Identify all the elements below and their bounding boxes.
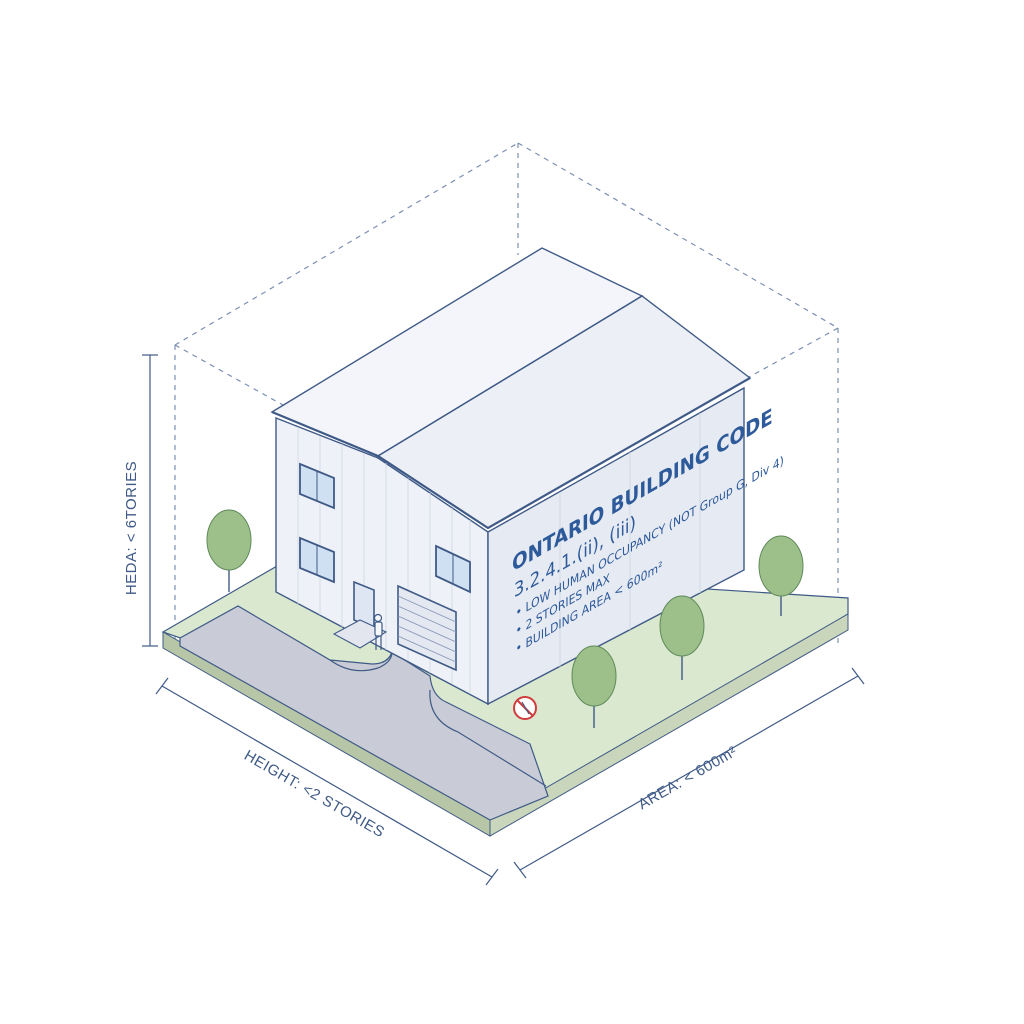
garage-door [397,584,457,672]
building-right-wall [487,386,745,706]
dimension-left-edge [155,677,499,886]
window-right [435,544,471,594]
window-upper [299,462,335,510]
building: ONTARIO BUILDING CODE 3.2.4.1.(ii), (iii… [270,247,784,706]
window-lower [299,536,335,584]
tree [659,595,705,680]
no-entry-icon [513,696,537,720]
tree [758,535,804,616]
tree [571,645,617,728]
walkway-curve [329,651,393,672]
roof-eave-trim [271,377,751,530]
ground-edge-right [489,613,849,837]
dimension-vertical [142,354,158,647]
lawn-curb [429,689,547,787]
person-scale-figure [373,613,383,650]
vertical-dimension-label: HEDA: < 6TORIES [123,461,140,595]
dimension-right-edge [513,667,865,879]
entry-step [332,619,388,649]
right-edge-dimension-label: AREA: < 600m² [635,743,740,813]
trees [206,509,804,728]
driveway-pavement [179,605,549,821]
tree [206,509,252,592]
roof-ridge [377,295,643,457]
